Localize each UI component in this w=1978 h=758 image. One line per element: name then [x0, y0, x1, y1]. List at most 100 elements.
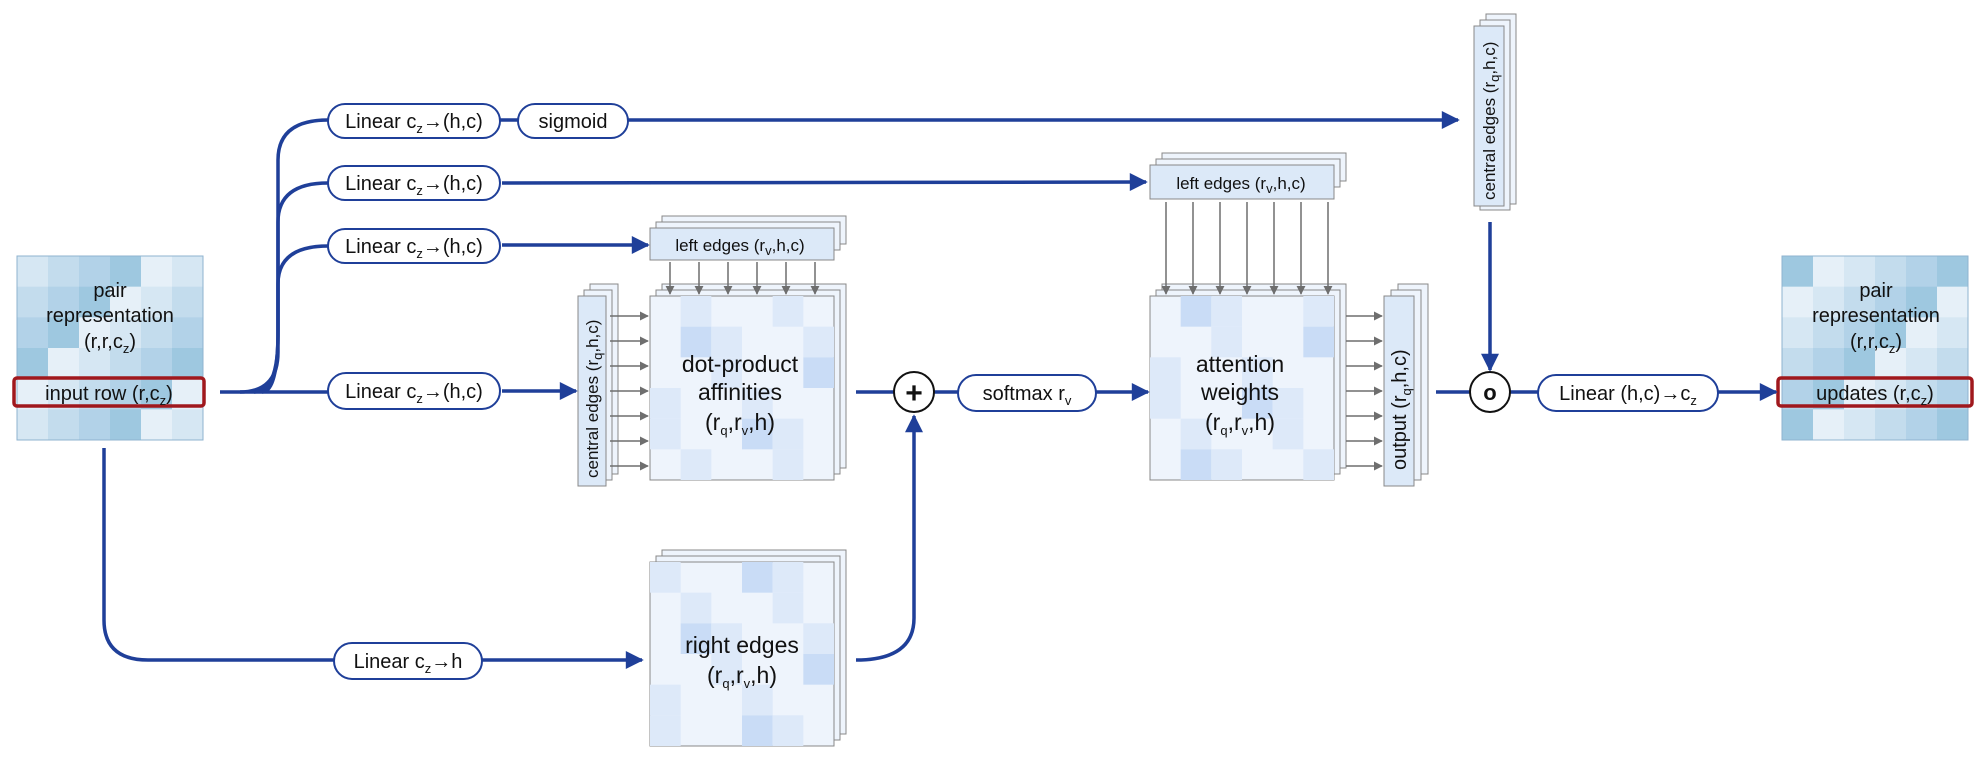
mosaic-tile [17, 256, 49, 288]
mosaic-tile [79, 286, 111, 318]
node-sigmoid: sigmoid [517, 103, 629, 139]
central-edges-2-label: central edges (rq,h,c) [1480, 42, 1502, 200]
node-linear-central: Linear cz→(h,c) [327, 372, 501, 410]
sheet-cell [803, 623, 834, 654]
input-grid [16, 255, 204, 441]
sheet-cell [1303, 449, 1334, 480]
sheet-cell [772, 418, 804, 450]
right-edges-label-line1: right edges [685, 632, 799, 658]
node-linear-gate: Linear cz→(h,c) [327, 103, 501, 139]
mosaic-tile [1844, 409, 1876, 441]
attention-weights-stack: attention weights (rq,rv,h) [1149, 283, 1347, 481]
mosaic-tile [110, 409, 142, 441]
left-edges-2-label: left edges (rv,h,c) [1176, 174, 1305, 196]
mosaic-tile [1937, 317, 1969, 349]
broadcast-arrows [610, 202, 1383, 471]
mosaic-tile [110, 286, 142, 318]
mosaic-tile [17, 348, 49, 380]
mosaic-tile [79, 409, 111, 441]
sheet-cell [680, 592, 712, 624]
node-linear-left1: Linear cz→(h,c) [327, 228, 501, 264]
node-gating-multiply: o [1469, 371, 1511, 413]
central-edges-stack-2: central edges (rq,h,c) [1473, 13, 1517, 211]
sheet-cell [742, 715, 773, 746]
sheet-cell [1211, 296, 1242, 327]
mosaic-tile [172, 409, 204, 441]
sheet-cell [650, 715, 681, 746]
sheet-cell [803, 654, 834, 685]
node-linear-left2: Linear cz→(h,c) [327, 165, 501, 201]
sheet-cell [742, 388, 773, 419]
svg-text:Linear cz→(h,c): Linear cz→(h,c) [345, 381, 483, 406]
svg-text:softmax rv: softmax rv [983, 383, 1072, 408]
mosaic-tile [1813, 409, 1845, 441]
flow-to-left-edges-2 [501, 173, 1148, 192]
mosaic-tile [141, 286, 173, 318]
node-softmax: softmax rv [957, 374, 1097, 412]
left-edges-stack-1: left edges (rv,h,c) [649, 215, 847, 261]
mosaic-tile [1782, 286, 1814, 318]
sheet-cell [772, 296, 804, 327]
mosaic-tile [1937, 409, 1969, 441]
attention-label-line1: attention [1196, 351, 1284, 377]
mosaic-tile [1782, 409, 1814, 441]
svg-text:o: o [1483, 380, 1496, 405]
output-label-line2: representation [1812, 305, 1940, 327]
mosaic-tile [1844, 286, 1876, 318]
mosaic-border [16, 255, 204, 441]
mosaic-tile [1937, 348, 1969, 380]
mosaic-tile [1844, 256, 1876, 288]
mosaic-tile [1782, 348, 1814, 380]
sheet-cell [803, 357, 834, 388]
flow-right-edges-to-plus [855, 414, 923, 662]
mosaic-tile [1906, 409, 1938, 441]
mosaic-tile [79, 256, 111, 288]
sheet-cell [650, 562, 681, 593]
sheet-cell [1272, 388, 1304, 419]
input-row-highlight [12, 376, 206, 408]
output-row-label: updates (r,cz) [1816, 383, 1934, 408]
sheet-cell [1211, 326, 1242, 358]
attention-label-line2: weights [1200, 379, 1279, 405]
sheet-cell [711, 623, 742, 654]
mosaic-tile [1906, 317, 1938, 349]
svg-text:Linear cz→h: Linear cz→h [354, 651, 463, 676]
attention-shape-label: (rq,rv,h) [1205, 409, 1275, 438]
mosaic-tile [1937, 256, 1969, 288]
mosaic-tile [1813, 317, 1845, 349]
sheet-cell [1272, 418, 1304, 450]
mosaic-tile [1813, 348, 1845, 380]
mosaic-tile [17, 317, 49, 349]
sheet-cell [1242, 357, 1273, 388]
flow-branch-right [102, 448, 334, 662]
flow-branch-gate [239, 118, 329, 394]
sheet-cell [711, 326, 742, 358]
mosaic-tile [48, 348, 80, 380]
input-pair-representation: pair representation (r,r,cz) input row (… [12, 255, 206, 441]
mosaic-tile [1906, 256, 1938, 288]
mosaic-tile [141, 348, 173, 380]
sheet-cell [1150, 357, 1181, 388]
mosaic-tile [172, 348, 204, 380]
sheet-cell [650, 388, 681, 419]
input-shape-label: (r,r,cz) [84, 331, 136, 356]
svg-text:+: + [905, 377, 923, 410]
mosaic-tile [172, 256, 204, 288]
left-edges-1-label: left edges (rv,h,c) [675, 236, 804, 258]
mosaic-tile [1782, 317, 1814, 349]
output-shape-label: (r,r,cz) [1850, 331, 1902, 356]
input-row-label: input row (r,cz) [45, 383, 173, 408]
mosaic-tile [1875, 409, 1907, 441]
sheet-cell [772, 562, 804, 593]
sheet-cell [680, 326, 712, 358]
input-label-line1: pair [93, 280, 127, 302]
sheet-cell [680, 296, 712, 327]
sheet-cell [680, 623, 712, 654]
mosaic-tile [79, 348, 111, 380]
sheet-cell [1180, 418, 1212, 450]
mosaic-tile [141, 256, 173, 288]
output-row-highlight [1776, 376, 1974, 408]
mosaic-tile [1813, 286, 1845, 318]
sheet-cell [772, 592, 804, 624]
